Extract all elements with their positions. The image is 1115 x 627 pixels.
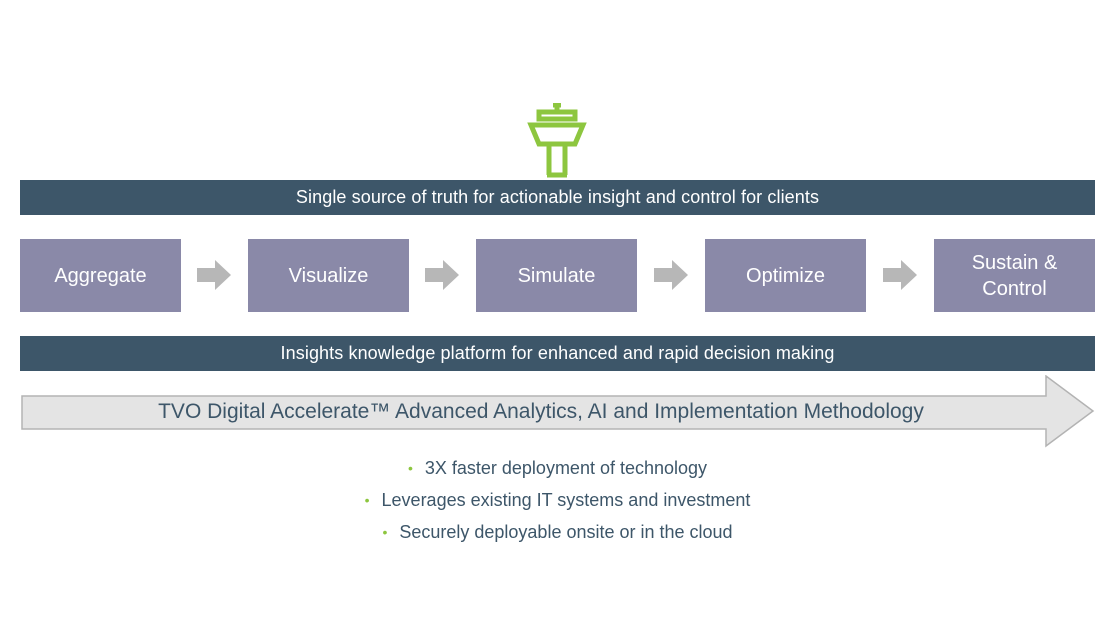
arrow-right-icon [425,260,459,290]
step-label: Simulate [517,264,596,287]
bottom-banner-text: Insights knowledge platform for enhanced… [280,343,835,363]
step-aggregate: Aggregate [20,239,181,312]
bullet-icon: • [382,524,388,540]
step-visualize: Visualize [248,239,409,312]
list-item: • Securely deployable onsite or in the c… [0,516,1115,548]
top-banner: Single source of truth for actionable in… [20,180,1095,215]
step-sustain-control: Sustain & Control [934,239,1095,312]
benefits-list: • 3X faster deployment of technology • L… [0,452,1115,548]
step-label: Visualize [288,264,369,287]
methodology-label: TVO Digital Accelerate™ Advanced Analyti… [21,395,1061,429]
list-item: • Leverages existing IT systems and inve… [0,484,1115,516]
methodology-arrow [21,375,1095,448]
control-tower-icon [527,103,587,178]
arrow-right-icon [883,260,917,290]
arrow-right-icon [654,260,688,290]
step-label: Aggregate [54,264,147,287]
bullet-icon: • [407,460,413,476]
bottom-banner: Insights knowledge platform for enhanced… [20,336,1095,371]
arrow-right-icon [197,260,231,290]
bullet-text: 3X faster deployment of technology [424,457,708,478]
bullet-text: Leverages existing IT systems and invest… [381,489,751,510]
top-banner-text: Single source of truth for actionable in… [295,187,820,207]
bullet-text: Securely deployable onsite or in the clo… [399,521,733,542]
bullet-icon: • [364,492,370,508]
list-item: • 3X faster deployment of technology [0,452,1115,484]
step-optimize: Optimize [705,239,866,312]
step-simulate: Simulate [476,239,637,312]
step-label: Sustain & Control [971,251,1058,300]
methodology-text: TVO Digital Accelerate™ Advanced Analyti… [158,400,924,423]
step-label: Optimize [746,264,825,287]
